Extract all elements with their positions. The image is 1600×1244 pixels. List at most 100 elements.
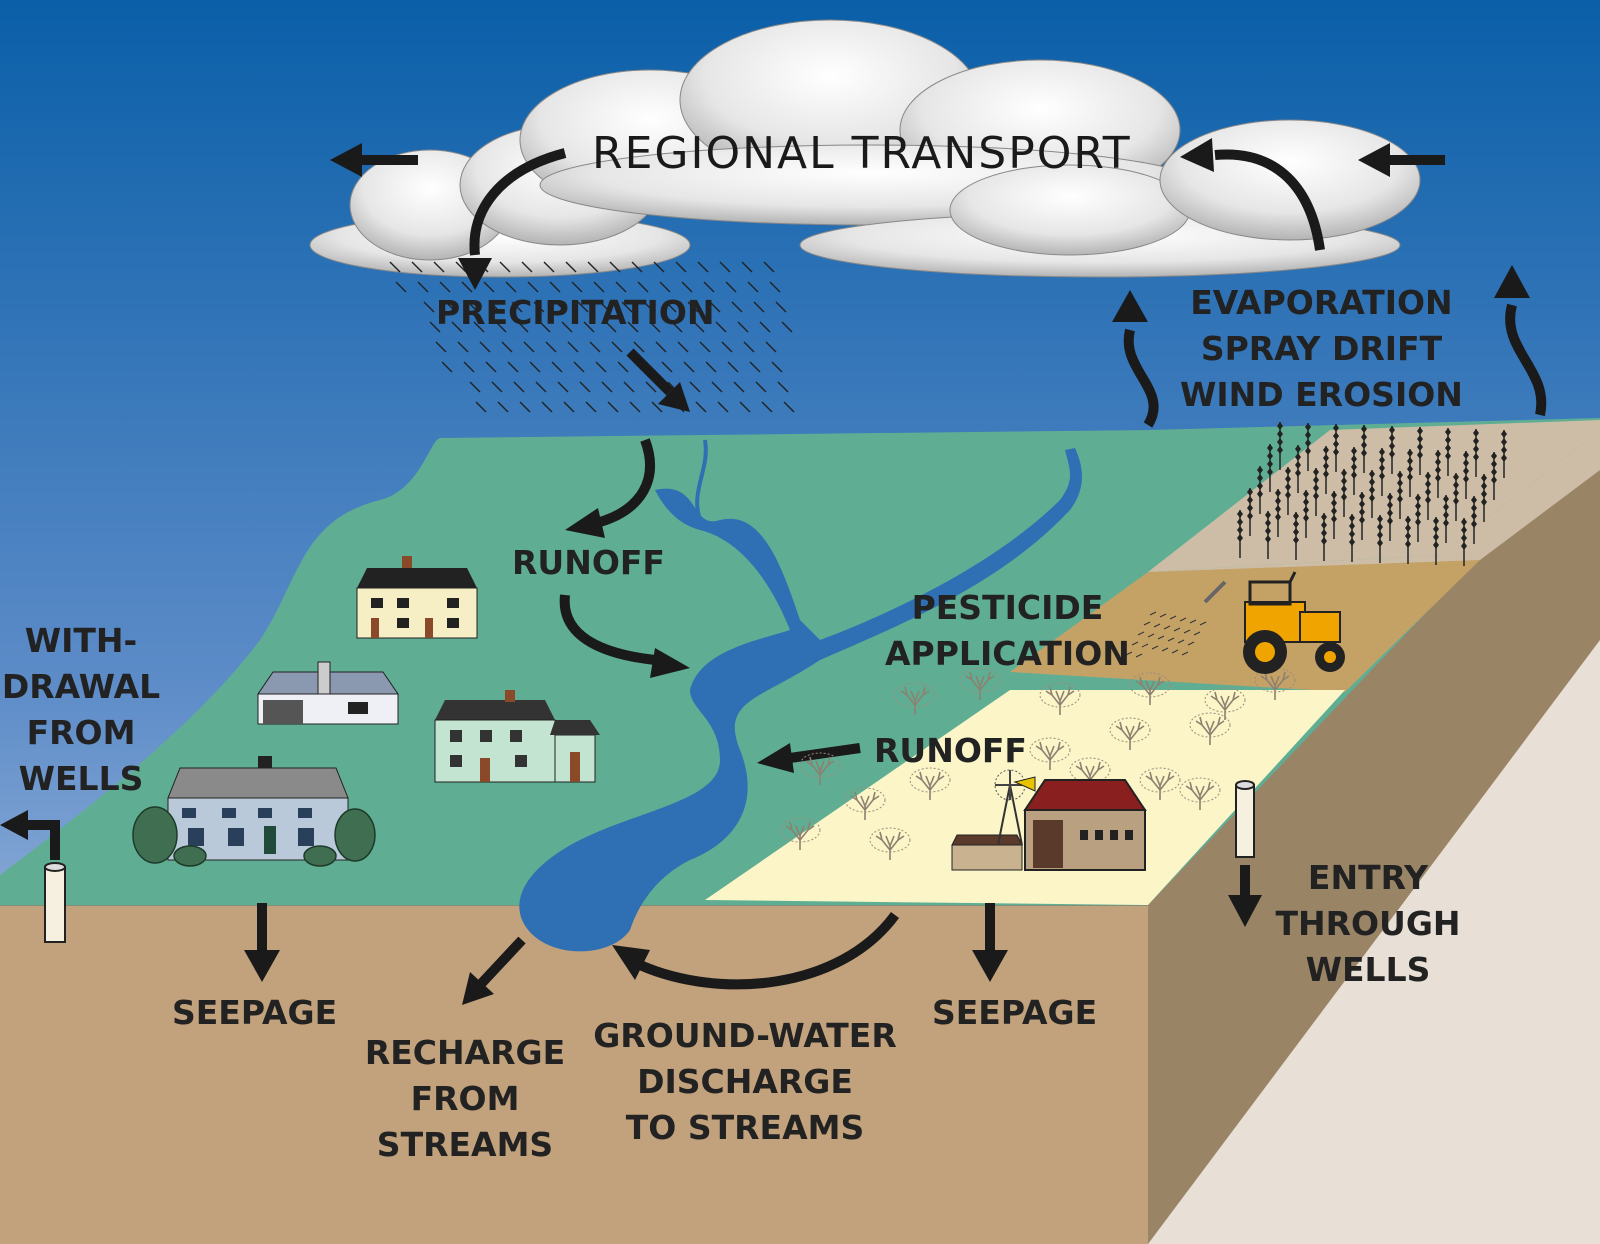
withdrawal-label: WITH- DRAWAL FROM WELLS	[0, 618, 162, 802]
recharge-line-2: FROM	[410, 1079, 520, 1118]
spray-dash	[1173, 627, 1181, 632]
rain-dash	[599, 301, 611, 313]
windmill-icon	[994, 769, 1036, 846]
block-side-light	[1148, 640, 1600, 1244]
spray-dash	[1149, 611, 1157, 616]
groundwater-arrow-icon	[637, 912, 900, 990]
rain-dash	[697, 261, 709, 273]
evaporation-up-arrow-icon	[1123, 328, 1159, 428]
rain-dash	[753, 301, 765, 313]
rain-dash	[719, 261, 731, 273]
entry-line-3: WELLS	[1305, 950, 1431, 989]
rain-dash	[689, 381, 701, 393]
rain-dash	[595, 361, 607, 373]
runoff-lower-label: RUNOFF	[874, 731, 1027, 770]
pesticide-label: PESTICIDE APPLICATION	[885, 585, 1130, 677]
rain-dash	[491, 381, 503, 393]
seepage-left-label: SEEPAGE	[172, 993, 338, 1032]
groundwater-line-1: GROUND-WATER	[593, 1016, 897, 1055]
withdrawal-line-4: WELLS	[18, 759, 144, 798]
rain-dash	[463, 361, 475, 373]
rain-dash	[519, 401, 531, 413]
spray-dash	[1171, 649, 1179, 654]
rain-dash	[541, 401, 553, 413]
spray-dash	[1159, 613, 1167, 618]
rain-dash	[637, 281, 649, 293]
groundwater-line-2: DISCHARGE	[637, 1062, 853, 1101]
house-icon	[132, 556, 600, 867]
rain-dash	[455, 261, 467, 273]
rain-dash	[439, 281, 451, 293]
spray-dash	[1125, 651, 1133, 656]
rain-dash	[717, 401, 729, 413]
spray-dash	[1157, 635, 1165, 640]
rain-dash	[609, 261, 621, 273]
barn-icon	[1023, 779, 1147, 871]
rain-dash	[715, 321, 727, 333]
rain-dash	[721, 341, 733, 353]
rain-dash	[761, 401, 773, 413]
rain-dash	[561, 321, 573, 333]
rain-icon	[389, 261, 795, 413]
rain-dash	[543, 261, 555, 273]
spray-dash	[1131, 641, 1139, 646]
entry-line-1: ENTRY	[1307, 858, 1429, 897]
rain-dash	[711, 381, 723, 393]
spray-dash	[1143, 621, 1151, 626]
rain-dash	[709, 301, 721, 313]
withdrawal-arrow-icon	[25, 820, 60, 860]
rain-dash	[649, 321, 661, 333]
rain-dash	[783, 401, 795, 413]
rain-dash	[451, 321, 463, 333]
field-gray-b	[1148, 430, 1600, 590]
rain-dash	[549, 281, 561, 293]
rain-dash	[485, 361, 497, 373]
rain-dash	[765, 341, 777, 353]
rain-dash	[433, 261, 445, 273]
spray-dash	[1169, 615, 1177, 620]
rain-dash	[395, 281, 407, 293]
soil-front	[0, 905, 1148, 1244]
pesticide-line-1: PESTICIDE	[911, 588, 1104, 627]
rain-dash	[631, 261, 643, 273]
rain-dash	[727, 361, 739, 373]
pesticide-line-2: APPLICATION	[885, 634, 1130, 673]
well-pipe-right-icon	[1235, 780, 1255, 858]
rain-dash	[533, 301, 545, 313]
groundwater-line-3: TO STREAMS	[625, 1108, 865, 1147]
evaporation-line-3: WIND EROSION	[1180, 375, 1463, 414]
rain-dash	[445, 301, 457, 313]
rain-dash	[495, 321, 507, 333]
spray-dash	[1181, 651, 1189, 656]
rain-dash	[475, 401, 487, 413]
rain-dash	[687, 301, 699, 313]
rain-dash	[653, 261, 665, 273]
rain-dash	[429, 321, 441, 333]
rain-dash	[507, 361, 519, 373]
spray-dash	[1151, 645, 1159, 650]
rain-dash	[489, 301, 501, 313]
rain-dash	[555, 301, 567, 313]
recharge-line-3: STREAMS	[376, 1125, 554, 1164]
rain-dash	[739, 401, 751, 413]
spray-dash	[1167, 637, 1175, 642]
rain-dash	[517, 321, 529, 333]
rain-dash	[747, 281, 759, 293]
rain-dash	[483, 281, 495, 293]
rain-dash	[725, 281, 737, 293]
rain-dash	[651, 401, 663, 413]
rain-dash	[467, 301, 479, 313]
withdrawal-line-2: DRAWAL	[1, 667, 161, 706]
rain-dash	[643, 301, 655, 313]
cloud-center-icon	[519, 19, 1201, 226]
precipitation-label: PRECIPITATION	[436, 293, 715, 332]
tractor-icon	[1203, 571, 1345, 674]
spray-dash	[1189, 619, 1197, 624]
shed-icon	[951, 834, 1023, 871]
spray-dash	[1199, 621, 1207, 626]
rain-dash	[557, 381, 569, 393]
seepage-right-label: SEEPAGE	[932, 993, 1098, 1032]
rain-dash	[743, 341, 755, 353]
rain-dash	[755, 381, 767, 393]
